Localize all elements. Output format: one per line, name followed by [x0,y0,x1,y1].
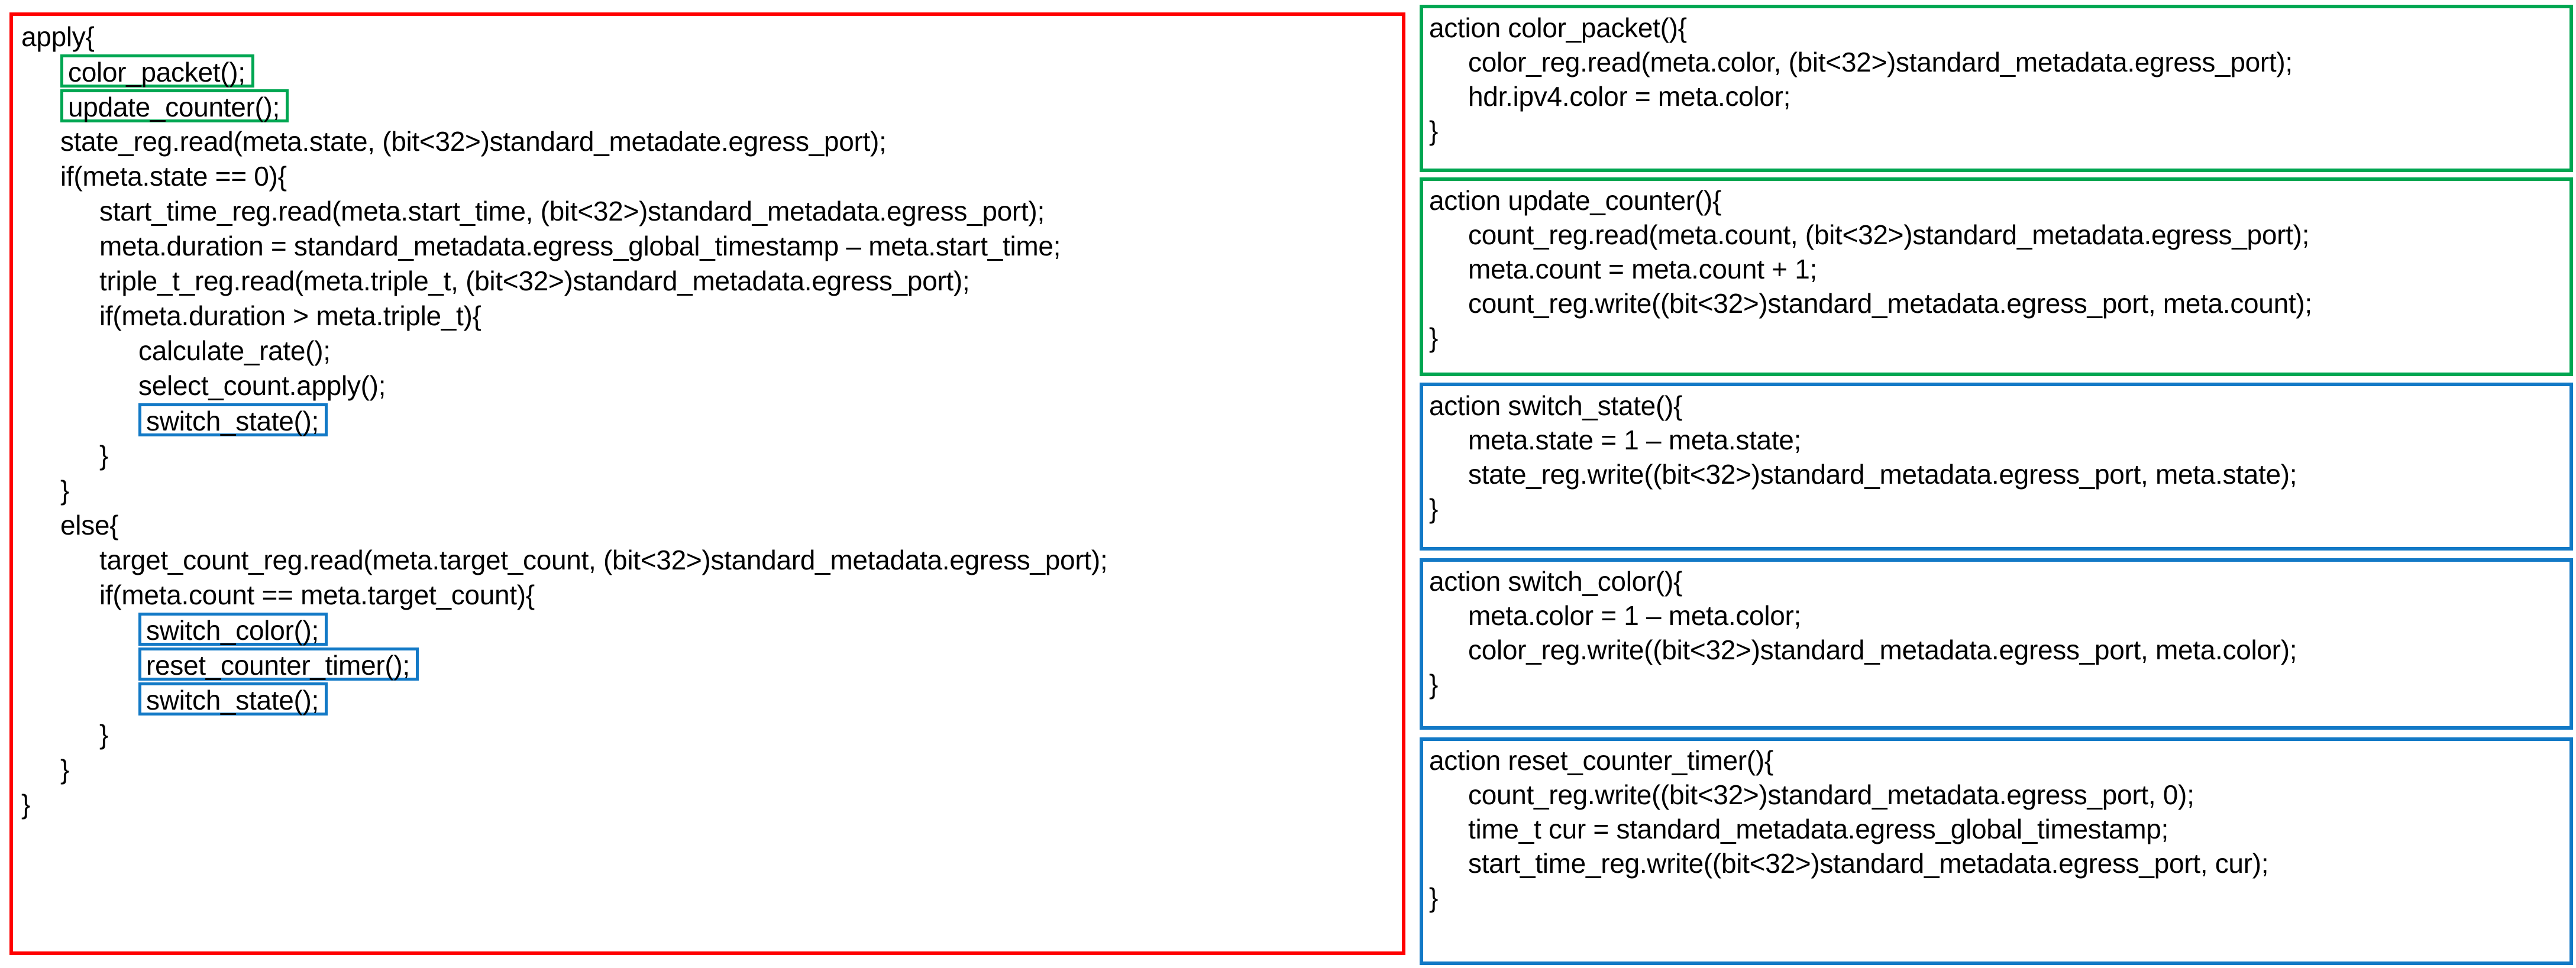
highlighted-call-switch_state[interactable]: switch_state(); [138,403,328,436]
code-line: } [1429,880,2569,915]
apply-code-listing: apply{color_packet();update_counter();st… [13,16,1402,822]
code-line: } [21,752,1402,787]
code-line: meta.duration = standard_metadata.egress… [21,229,1402,264]
code-line: action update_counter(){ [1429,183,2569,218]
code-line: time_t cur = standard_metadata.egress_gl… [1429,812,2569,846]
code-line: action color_packet(){ [1429,11,2569,45]
code-line: start_time_reg.write((bit<32>)standard_m… [1429,846,2569,880]
code-text: target_count_reg.read(meta.target_count,… [99,545,1108,575]
code-text: } [99,440,109,471]
code-text: triple_t_reg.read(meta.triple_t, (bit<32… [99,266,970,296]
code-line: if(meta.state == 0){ [21,159,1402,194]
code-text: start_time_reg.write((bit<32>)standard_m… [1468,848,2269,879]
highlighted-call-switch_color[interactable]: switch_color(); [138,613,328,646]
code-text: color_reg.read(meta.color, (bit<32>)stan… [1468,47,2293,77]
code-line: } [21,717,1402,752]
highlighted-call-color_packet[interactable]: color_packet(); [60,54,254,88]
action-box-switch-color: action switch_color(){meta.color = 1 – m… [1420,558,2573,730]
code-line: state_reg.write((bit<32>)standard_metada… [1429,457,2569,491]
action-box-switch-state: action switch_state(){ meta.state = 1 – m… [1420,383,2573,551]
code-line: reset_counter_timer(); [21,648,1402,682]
code-line: } [1429,667,2569,701]
code-line: target_count_reg.read(meta.target_count,… [21,543,1402,578]
code-text: meta.state = 1 – meta.state; [1468,425,1802,455]
code-text: start_time_reg.read(meta.start_time, (bi… [99,196,1045,226]
code-text: calculate_rate(); [138,335,331,366]
code-line: calculate_rate(); [21,334,1402,368]
code-line: } [21,787,1402,822]
code-line: apply{ [21,20,1402,54]
code-text: color_reg.write((bit<32>)standard_metada… [1468,634,2297,665]
code-line: start_time_reg.read(meta.start_time, (bi… [21,194,1402,229]
code-line: select_count.apply(); [21,368,1402,403]
code-text: state_reg.read(meta.state, (bit<32>)stan… [60,126,887,157]
code-line: } [1429,114,2569,148]
code-line: action reset_counter_timer(){ [1429,743,2569,778]
code-line: count_reg.write((bit<32>)standard_metada… [1429,286,2569,320]
code-text: action color_packet(){ [1429,12,1687,43]
code-line: meta.count = meta.count + 1; [1429,252,2569,286]
code-line: if(meta.count == meta.target_count){ [21,578,1402,613]
code-line: triple_t_reg.read(meta.triple_t, (bit<32… [21,264,1402,299]
code-text: count_reg.write((bit<32>)standard_metada… [1468,288,2312,319]
highlighted-call-update_counter[interactable]: update_counter(); [60,89,289,122]
code-line: color_packet(); [21,54,1402,89]
code-text: } [60,475,70,506]
highlighted-call-switch_state[interactable]: switch_state(); [138,682,328,716]
code-line: } [21,438,1402,473]
apply-block-panel: apply{color_packet();update_counter();st… [9,12,1405,955]
highlighted-call-reset_counter_timer[interactable]: reset_counter_timer(); [138,648,419,681]
code-text: } [1429,669,1439,700]
code-text: action switch_color(){ [1429,566,1683,597]
code-text: } [1429,322,1439,353]
code-line: if(meta.duration > meta.triple_t){ [21,299,1402,334]
code-line: switch_state(); [21,682,1402,717]
code-text: if(meta.duration > meta.triple_t){ [99,300,481,331]
code-text: time_t cur = standard_metadata.egress_gl… [1468,814,2168,844]
code-line: else{ [21,508,1402,543]
action-box-reset-counter-timer: action reset_counter_timer(){count_reg.w… [1420,737,2573,965]
code-line: update_counter(); [21,89,1402,124]
code-text: } [21,789,31,820]
code-line: hdr.ipv4.color = meta.color; [1429,79,2569,114]
code-text: action reset_counter_timer(){ [1429,745,1773,776]
code-text: meta.duration = standard_metadata.egress… [99,231,1061,261]
code-line: color_reg.write((bit<32>)standard_metada… [1429,633,2569,667]
code-text: } [60,754,70,785]
code-text: meta.color = 1 – meta.color; [1468,600,1802,631]
action-box-update-counter: action update_counter(){count_reg.read(m… [1420,177,2573,376]
code-text: if(meta.state == 0){ [60,161,287,192]
code-text: else{ [60,510,119,540]
code-text: } [1429,115,1439,146]
code-line: } [1429,491,2569,526]
action-definitions-column: action color_packet(){ color_reg.read(met… [1420,0,2573,968]
code-line: state_reg.read(meta.state, (bit<32>)stan… [21,124,1402,159]
code-text: count_reg.write((bit<32>)standard_metada… [1468,779,2194,810]
code-text: } [1429,882,1439,913]
code-text: if(meta.count == meta.target_count){ [99,579,535,610]
action-box-color-packet: action color_packet(){ color_reg.read(met… [1420,5,2573,172]
code-text: } [1429,493,1439,524]
code-line: meta.color = 1 – meta.color; [1429,598,2569,633]
code-text: count_reg.read(meta.count, (bit<32>)stan… [1468,219,2310,250]
code-text: } [99,719,109,750]
code-line: action switch_state(){ [1429,389,2569,423]
code-line: } [21,473,1402,508]
code-line: action switch_color(){ [1429,564,2569,598]
code-line: count_reg.read(meta.count, (bit<32>)stan… [1429,218,2569,252]
code-text: state_reg.write((bit<32>)standard_metada… [1468,459,2297,490]
code-line: switch_color(); [21,613,1402,648]
code-text: hdr.ipv4.color = meta.color; [1468,81,1791,112]
code-text: select_count.apply(); [138,370,386,401]
code-text: action update_counter(){ [1429,185,1722,216]
code-text: apply{ [21,21,95,52]
code-line: switch_state(); [21,403,1402,438]
code-line: count_reg.write((bit<32>)standard_metada… [1429,778,2569,812]
code-line: meta.state = 1 – meta.state; [1429,423,2569,457]
code-line: } [1429,320,2569,355]
code-text: action switch_state(){ [1429,390,1683,421]
code-line: color_reg.read(meta.color, (bit<32>)stan… [1429,45,2569,79]
code-text: meta.count = meta.count + 1; [1468,254,1817,284]
